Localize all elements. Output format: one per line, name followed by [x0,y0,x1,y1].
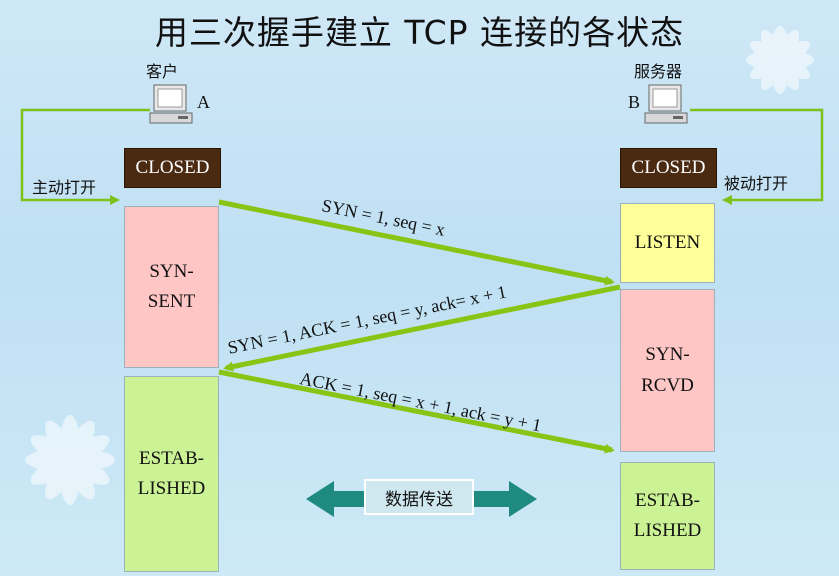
server-letter: B [628,92,641,112]
ack-arrow [218,369,615,454]
client-state-syn-sent: SYN- SENT [124,206,219,368]
syn-ack-arrow [223,284,621,372]
client-state-established: ESTAB- LISHED [124,376,219,572]
flower-decoration-icon [25,415,115,505]
client-computer-icon [148,84,194,128]
client-state-closed: CLOSED [124,148,221,188]
passive-open-loop-arrow [690,108,824,205]
client-label: 客户 [146,62,179,81]
page-title: 用三次握手建立 TCP 连接的各状态 [154,13,685,52]
active-open-loop-arrow [20,108,150,205]
data-transfer-label: 数据传送 [364,479,474,515]
active-open-label: 主动打开 [32,178,97,197]
passive-open-label: 被动打开 [724,174,789,193]
flower-decoration-icon [746,26,814,94]
data-transfer-arrow [306,481,537,517]
client-letter: A [197,92,210,112]
server-label: 服务器 [634,62,683,81]
server-state-established: ESTAB- LISHED [620,462,715,570]
syn-arrow [218,199,615,286]
server-state-closed: CLOSED [620,148,717,188]
server-state-listen: LISTEN [620,203,715,283]
server-state-syn-rcvd: SYN- RCVD [620,289,715,452]
server-computer-icon [643,84,689,128]
